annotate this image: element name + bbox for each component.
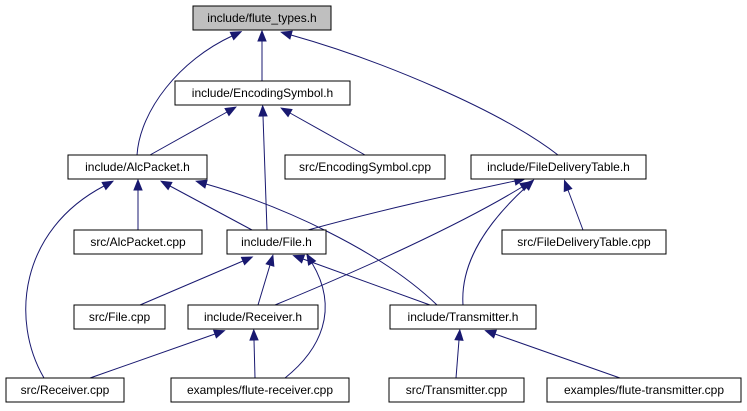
edge-file-h-to-encoding-symbol-h: [258, 104, 268, 231]
node-file-delivery-table-h[interactable]: include/FileDeliveryTable.h: [470, 154, 647, 180]
node-encoding-symbol-cpp[interactable]: src/EncodingSymbol.cpp: [284, 154, 446, 180]
edge-receiver-cpp-to-receiver-h: [89, 329, 226, 379]
edge-line: [462, 186, 527, 306]
edge-line: [567, 189, 584, 231]
node-file-delivery-table-cpp[interactable]: src/FileDeliveryTable.cpp: [501, 229, 667, 255]
edge-arrowhead: [280, 30, 293, 40]
edge-alc-packet-h-to-encoding-symbol-h: [149, 106, 237, 156]
edge-flute-receiver-cpp-to-receiver-h: [249, 328, 259, 379]
edge-arrowhead: [258, 104, 268, 117]
node-label: include/AlcPacket.h: [85, 160, 190, 174]
nodes-layer: include/flute_types.h include/EncodingSy…: [5, 5, 742, 403]
edge-receiver-cpp-to-alc-packet-h: [25, 180, 115, 379]
node-label: src/AlcPacket.cpp: [90, 235, 186, 249]
node-file-cpp[interactable]: src/File.cpp: [73, 304, 166, 330]
edge-line: [169, 185, 253, 231]
edge-encoding-symbol-cpp-to-encoding-symbol-h: [280, 107, 366, 156]
node-label: include/FileDeliveryTable.h: [487, 160, 630, 174]
node-label: src/EncodingSymbol.cpp: [299, 160, 431, 174]
node-label: src/FileDeliveryTable.cpp: [517, 235, 651, 249]
node-label: include/Receiver.h: [204, 310, 302, 324]
node-label: include/flute_types.h: [207, 11, 316, 25]
edge-arrowhead: [265, 254, 275, 267]
edge-transmitter-cpp-to-transmitter-h: [454, 328, 464, 379]
node-flute-receiver-cpp[interactable]: examples/flute-receiver.cpp: [170, 377, 350, 403]
edge-arrowhead: [229, 31, 243, 41]
node-label: src/Transmitter.cpp: [406, 383, 508, 397]
edge-line: [455, 339, 460, 379]
edge-line: [149, 111, 228, 156]
edge-arrowhead: [195, 179, 208, 189]
edge-line: [257, 264, 271, 306]
edge-arrowhead: [292, 254, 306, 264]
edge-line: [289, 112, 366, 156]
edge-arrowhead: [257, 29, 267, 42]
edge-alc-packet-h-to-flute-types-h: [136, 31, 243, 156]
edge-arrowhead: [563, 179, 573, 193]
node-file-h[interactable]: include/File.h: [226, 229, 327, 255]
node-receiver-cpp[interactable]: src/Receiver.cpp: [5, 377, 125, 403]
edge-arrowhead: [522, 179, 535, 191]
node-alc-packet-h[interactable]: include/AlcPacket.h: [67, 154, 208, 180]
edge-file-h-to-alc-packet-h: [160, 180, 253, 231]
node-label: examples/flute-receiver.cpp: [187, 383, 333, 397]
edge-arrowhead: [306, 253, 317, 266]
edge-arrowhead: [224, 106, 237, 117]
edge-file-delivery-table-h-to-flute-types-h: [280, 30, 559, 156]
edge-line: [494, 333, 621, 379]
edges-layer: [25, 29, 621, 379]
edge-line: [302, 258, 431, 306]
edge-transmitter-h-to-alc-packet-h: [195, 179, 438, 306]
edge-arrowhead: [133, 178, 143, 191]
edge-arrowhead: [160, 180, 173, 191]
edge-line: [25, 185, 105, 379]
edge-receiver-h-to-file-h: [257, 254, 275, 306]
edge-arrowhead: [249, 328, 259, 341]
edge-file-h-to-file-delivery-table-h: [307, 176, 527, 231]
edge-line: [284, 262, 326, 379]
edge-transmitter-h-to-file-delivery-table-h: [462, 179, 535, 306]
node-label: src/Receiver.cpp: [21, 383, 110, 397]
edge-line: [89, 333, 216, 379]
edge-arrowhead: [484, 329, 498, 339]
node-label: src/File.cpp: [89, 310, 151, 324]
edge-arrowhead: [280, 107, 293, 118]
edge-file-cpp-to-file-h: [139, 256, 254, 306]
node-label: include/Transmitter.h: [408, 310, 519, 324]
edge-line: [139, 260, 244, 306]
edge-arrowhead: [101, 180, 115, 191]
edge-line: [262, 115, 268, 231]
edge-line: [253, 339, 256, 379]
edge-line: [205, 183, 438, 306]
edge-arrowhead: [212, 329, 226, 339]
node-receiver-h[interactable]: include/Receiver.h: [187, 304, 319, 330]
edge-encoding-symbol-h-to-flute-types-h: [257, 29, 267, 81]
node-transmitter-cpp[interactable]: src/Transmitter.cpp: [388, 377, 525, 403]
node-alc-packet-cpp[interactable]: src/AlcPacket.cpp: [73, 229, 203, 255]
node-label: include/File.h: [241, 235, 312, 249]
edge-flute-receiver-cpp-to-file-h: [284, 253, 326, 379]
edge-line: [307, 180, 516, 231]
node-transmitter-h[interactable]: include/Transmitter.h: [389, 304, 537, 330]
edge-file-delivery-table-cpp-to-file-delivery-table-h: [563, 179, 584, 231]
edge-arrowhead: [240, 256, 254, 266]
node-flute-types-h[interactable]: include/flute_types.h: [192, 5, 332, 31]
edge-flute-transmitter-cpp-to-transmitter-h: [484, 329, 621, 379]
edge-transmitter-h-to-file-h: [292, 254, 431, 306]
edge-line: [136, 35, 233, 156]
edge-arrowhead: [454, 328, 464, 341]
edge-alc-packet-cpp-to-alc-packet-h: [133, 178, 143, 230]
node-label: examples/flute-transmitter.cpp: [564, 383, 724, 397]
node-flute-transmitter-cpp[interactable]: examples/flute-transmitter.cpp: [546, 377, 742, 403]
edge-line: [290, 34, 559, 156]
edge-line: [274, 186, 523, 306]
node-label: include/EncodingSymbol.h: [192, 86, 333, 100]
node-encoding-symbol-h[interactable]: include/EncodingSymbol.h: [174, 80, 351, 106]
